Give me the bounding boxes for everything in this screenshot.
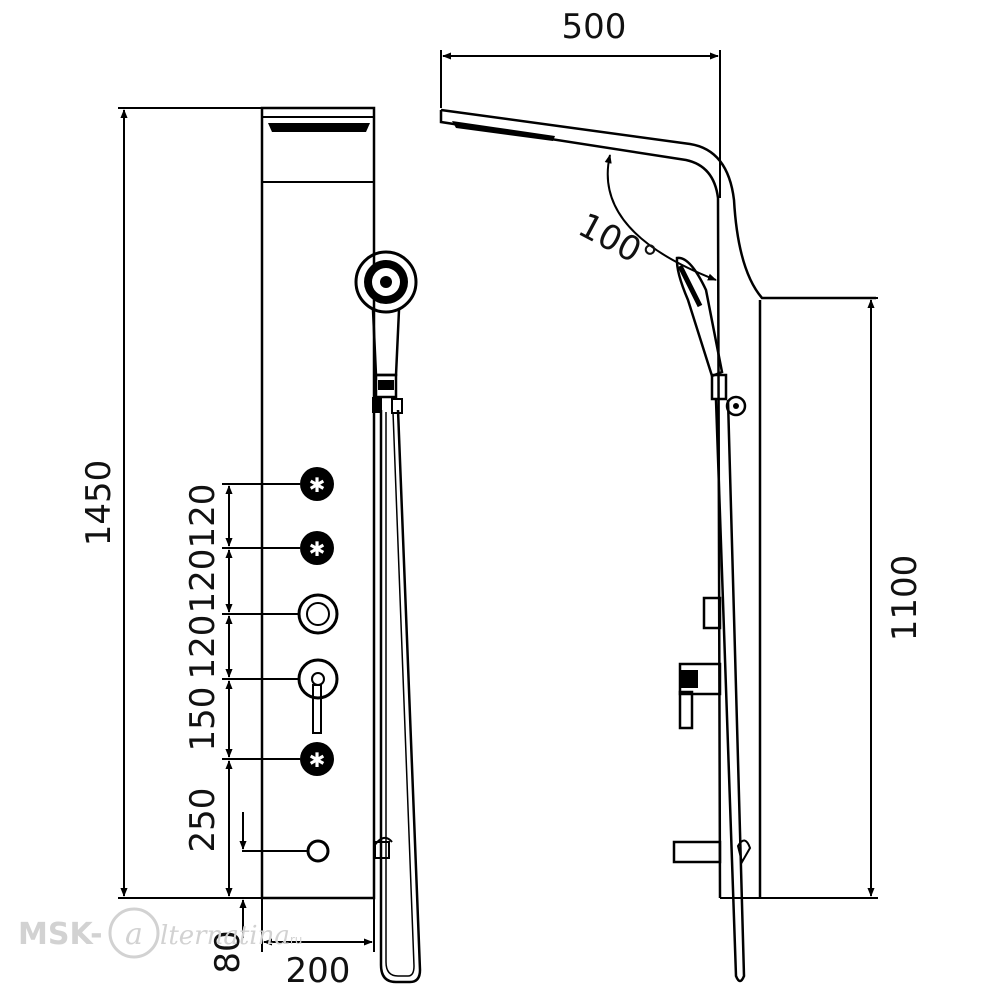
body-jet-3: ✱ [300,742,334,776]
watermark-logo: MSK- a lternatina .ru [18,907,302,959]
mixer-lever [297,658,339,734]
spacing-label-6: 80 [208,930,248,973]
hand-shower-side [675,256,747,417]
hose-side [714,399,746,983]
spacing-label-4: 150 [183,687,223,752]
angle-arc [604,154,717,281]
tub-spout-outlet [306,839,330,863]
shower-hose [379,409,422,984]
spacing-label-2: 120 [183,549,223,614]
angle-label: 100° [572,205,663,279]
svg-text:✱: ✱ [309,537,326,561]
side-view: 500 100° 1100 [439,7,925,983]
front-view: ✱ ✱ ✱ [79,106,422,991]
watermark-script: lternatina [160,921,290,951]
diverter-side [702,596,722,630]
rain-shower-head [268,123,370,132]
height-dimension-label: 1450 [79,460,119,547]
body-jet-2: ✱ [300,531,334,565]
watermark-suffix: .ru [286,933,302,947]
watermark-at-letter: a [125,917,143,952]
watermark-prefix: MSK- [18,917,103,952]
spacing-label-3: 120 [183,615,223,680]
spacing-label-1: 120 [183,484,223,549]
svg-text:✱: ✱ [309,748,326,772]
shower-arm-outer [440,108,876,300]
body-jet-1: ✱ [300,467,334,501]
tub-spout-side [672,839,752,865]
hand-shower [354,250,418,414]
panel-height-label: 1100 [885,555,925,642]
shower-hose-inner [385,411,415,977]
depth-dimension-label: 500 [562,7,627,47]
panel-body [260,106,376,900]
hose-bottom-connector [373,836,393,859]
watermark-at-icon [108,907,160,959]
spacing-label-5: 250 [183,788,223,853]
overhead-nozzle [452,121,555,141]
svg-text:✱: ✱ [309,473,326,497]
mixer-side [678,662,722,730]
diverter-knob [297,593,339,635]
width-dimension-label: 200 [286,951,351,991]
